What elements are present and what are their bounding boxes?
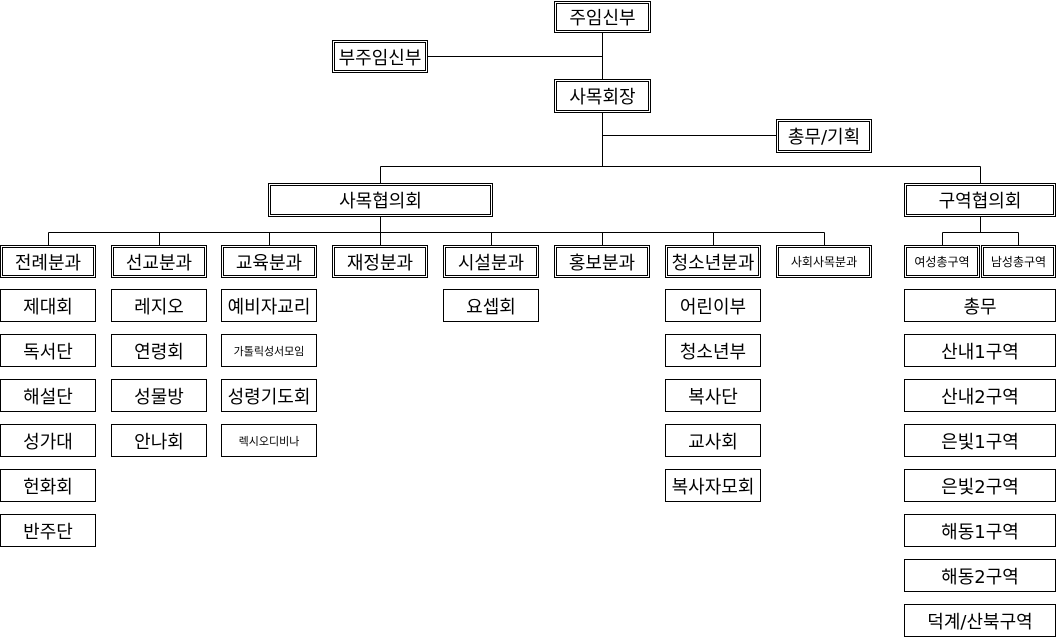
group-liturgy-3: 성가대: [0, 424, 96, 457]
group-education-0: 예비자교리: [221, 289, 317, 322]
group-mission-3: 안나회: [111, 424, 207, 457]
division-liturgy: 전례분과: [0, 245, 96, 278]
group-mission-0: 레지오: [111, 289, 207, 322]
group-youth-2: 복사단: [665, 379, 761, 412]
division-finance: 재정분과: [332, 245, 428, 278]
group-district-1: 산내1구역: [904, 334, 1056, 367]
group-mission-1: 연령회: [111, 334, 207, 367]
division-mission: 선교분과: [111, 245, 207, 278]
general-affairs-box: 총무/기획: [776, 119, 872, 153]
group-youth-4: 복사자모회: [665, 469, 761, 502]
district-women: 여성총구역: [904, 245, 980, 278]
group-mission-2: 성물방: [111, 379, 207, 412]
group-education-2: 성령기도회: [221, 379, 317, 412]
division-promotion: 홍보분과: [554, 245, 650, 278]
pastoral-council-box: 사목협의회: [268, 183, 493, 217]
division-facilities: 시설분과: [443, 245, 539, 278]
group-district-3: 은빛1구역: [904, 424, 1056, 457]
group-youth-0: 어린이부: [665, 289, 761, 322]
group-district-7: 덕계/산북구역: [904, 604, 1056, 637]
group-youth-3: 교사회: [665, 424, 761, 457]
division-social: 사회사목분과: [776, 245, 872, 278]
group-district-0: 총무: [904, 289, 1056, 322]
council-chair-box: 사목회장: [554, 79, 651, 113]
group-district-2: 산내2구역: [904, 379, 1056, 412]
group-education-1: 가톨릭성서모임: [221, 334, 317, 367]
group-liturgy-5: 반주단: [0, 514, 96, 547]
pastor-box: 주임신부: [554, 1, 651, 33]
group-liturgy-0: 제대회: [0, 289, 96, 322]
group-liturgy-4: 헌화회: [0, 469, 96, 502]
group-district-4: 은빛2구역: [904, 469, 1056, 502]
group-liturgy-2: 해설단: [0, 379, 96, 412]
district-council-box: 구역협의회: [904, 183, 1056, 217]
assistant-pastor-box: 부주임신부: [332, 40, 428, 73]
group-education-3: 렉시오디비나: [221, 424, 317, 457]
group-district-6: 해동2구역: [904, 559, 1056, 592]
division-education: 교육분과: [221, 245, 317, 278]
group-liturgy-1: 독서단: [0, 334, 96, 367]
district-men: 남성총구역: [981, 245, 1056, 278]
group-facilities-0: 요셉회: [443, 289, 539, 322]
group-youth-1: 청소년부: [665, 334, 761, 367]
division-youth: 청소년분과: [665, 245, 761, 278]
group-district-5: 해동1구역: [904, 514, 1056, 547]
